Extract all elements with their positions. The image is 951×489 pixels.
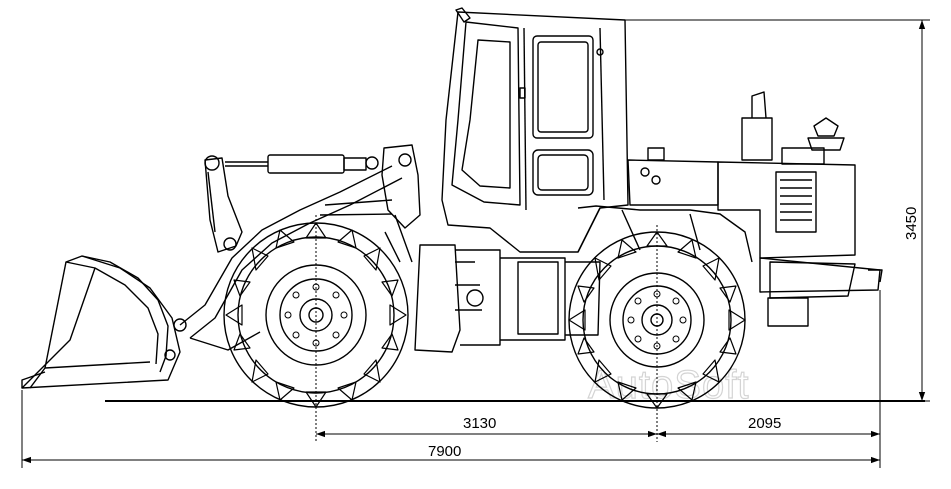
wheelbase-label: 3130 bbox=[463, 415, 496, 432]
engine-compartment bbox=[627, 91, 883, 327]
chassis-frame bbox=[414, 205, 753, 353]
loader-outline bbox=[21, 7, 883, 409]
bucket bbox=[21, 255, 187, 389]
boom-arm bbox=[179, 155, 403, 351]
dimension-lines bbox=[21, 19, 930, 468]
overall-height-label: 3450 bbox=[903, 207, 920, 240]
cab bbox=[441, 7, 629, 253]
hydraulic-cylinders bbox=[225, 144, 421, 263]
overall-length-label: 7900 bbox=[428, 443, 461, 460]
hub-bolts bbox=[284, 283, 687, 350]
rear-overhang-label: 2095 bbox=[748, 415, 781, 432]
